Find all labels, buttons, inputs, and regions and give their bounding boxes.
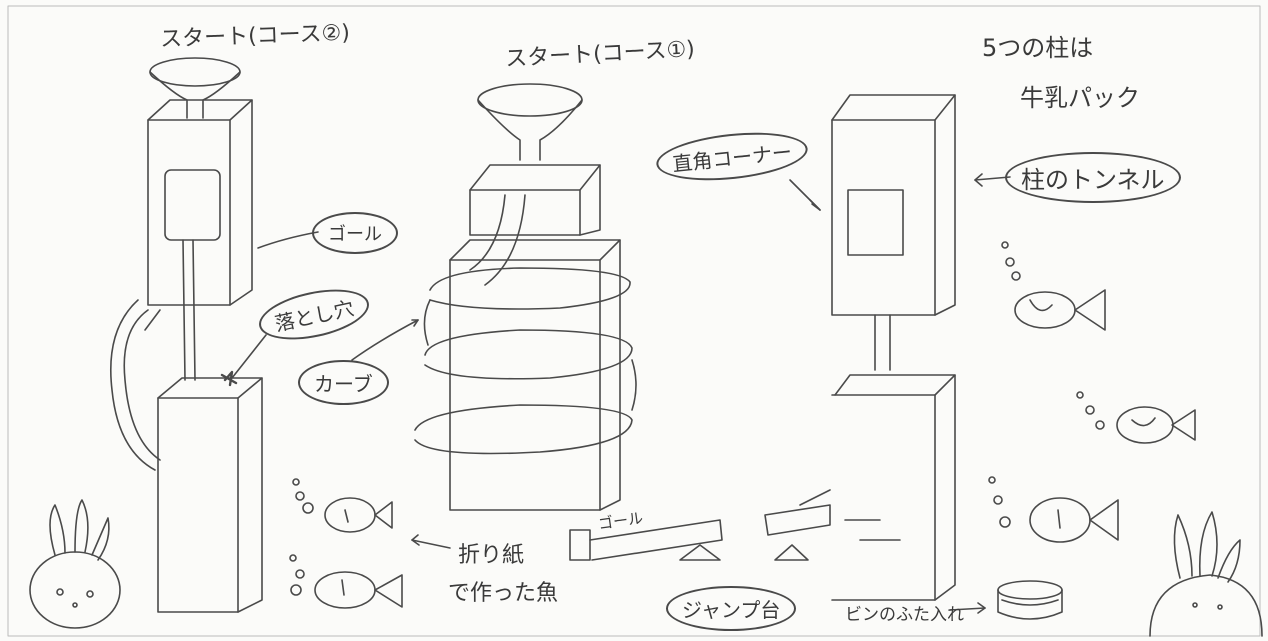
pillars-note-line1: 5つの柱は [982, 34, 1094, 62]
bottle-cap-icon [997, 580, 1063, 620]
start-course2-label: スタート(コース②) [159, 20, 351, 53]
curve-arrowhead [411, 319, 419, 327]
fish-icon [1001, 241, 1106, 331]
drop-hole-leader [231, 334, 267, 379]
pillar-tunnel-bubble: 柱のトンネル [1005, 152, 1181, 203]
fish-icon [1076, 391, 1196, 444]
fish-icon [988, 476, 1119, 543]
center-tower [414, 83, 637, 511]
cap-arrowhead [977, 602, 986, 614]
tunnel-arrowhead [974, 173, 983, 187]
fish-icon [289, 554, 403, 609]
bottle-cap-label: ビンのふた入れ [845, 605, 964, 625]
curve-leader [351, 319, 419, 361]
fish-note-arrowhead [411, 534, 420, 546]
fish-note-line1: 折り紙 [458, 543, 525, 568]
bunny-doodle-left [29, 499, 121, 629]
fish-icon [292, 478, 393, 533]
tunnel-leader [974, 176, 1011, 181]
pillars-note-line2: 牛乳パック [1020, 84, 1140, 112]
jump-stand-bubble: ジャンプ台 [666, 586, 797, 631]
left-tower [109, 57, 263, 613]
bottom-track [569, 489, 831, 561]
fish-note-line2: で作った魚 [448, 581, 559, 606]
corner-arrowhead [809, 199, 821, 211]
goal-left-leader [257, 231, 319, 249]
bunny-doodle-right [1149, 511, 1263, 637]
goal-left-bubble: ゴール [312, 212, 398, 254]
pillar-tower [831, 94, 956, 601]
fish-note-leader [411, 539, 451, 549]
paper-border [7, 5, 1261, 637]
cap-leader [949, 607, 986, 611]
curve-bubble: カーブ [298, 360, 389, 405]
